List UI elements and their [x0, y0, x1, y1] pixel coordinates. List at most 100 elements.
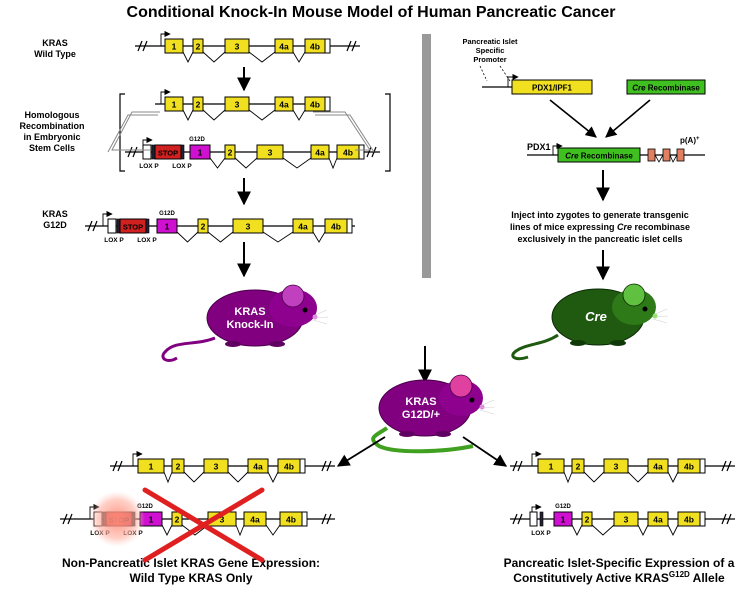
exon-3	[256, 144, 284, 160]
lox-spacer	[107, 218, 117, 234]
splice-line	[181, 524, 209, 536]
promoter-label: Pancreatic Islet Specific Promoter	[462, 37, 518, 64]
exon-label-2: 2	[228, 148, 233, 158]
break-mark	[62, 513, 68, 525]
exon-3	[224, 38, 250, 54]
exon-label-3: 3	[624, 515, 629, 525]
break-mark	[346, 40, 352, 52]
utr-block	[299, 458, 306, 474]
utr-block	[699, 511, 706, 527]
exon-2	[581, 511, 593, 527]
splice-line	[235, 524, 245, 537]
utr-block	[301, 511, 308, 527]
exon-3	[232, 218, 264, 234]
exon-4a	[292, 218, 314, 234]
svg-text:Specific: Specific	[476, 46, 505, 55]
exon-label-4a: 4a	[250, 515, 260, 525]
exon-2	[192, 38, 204, 54]
pdx1-promoter-arrow	[507, 73, 519, 87]
exon-label-4a: 4a	[279, 100, 289, 110]
cross-out-x	[142, 487, 265, 563]
exon-label-4b: 4b	[284, 462, 294, 472]
pdx1-promoter-label: PDX1	[527, 142, 551, 152]
exon-label-4a: 4a	[279, 42, 289, 52]
exon-label-1: 1	[165, 222, 170, 232]
svg-text:KRAS: KRAS	[405, 396, 436, 408]
homologous-recombination-label: Homologous Recombination in Embryonic St…	[19, 110, 84, 153]
break-mark	[321, 513, 327, 525]
break-mark	[67, 513, 73, 525]
right-caption: Pancreatic Islet-Specific Expression of …	[504, 556, 735, 585]
polya-splice-lines	[654, 154, 678, 163]
exon-1	[164, 96, 184, 112]
exon-label-4b: 4b	[310, 42, 320, 52]
exon-label-3: 3	[235, 100, 240, 110]
splice-line	[183, 471, 205, 483]
splice-line	[667, 471, 679, 484]
exon-3	[603, 458, 629, 474]
polya-exons	[647, 148, 685, 162]
splice-line	[292, 51, 306, 63]
promoter-arrow	[132, 450, 143, 466]
fusion-cre-label: Cre Recombinase	[565, 152, 633, 161]
svg-text:exclusively in the pancreatic: exclusively in the pancreatic islet cell…	[517, 234, 682, 244]
promoter-dashes	[479, 65, 511, 82]
exon-2	[571, 458, 585, 474]
svg-text:Wild Type KRAS Only: Wild Type KRAS Only	[129, 571, 252, 585]
arrow-cre-to-fusion	[605, 99, 651, 138]
exon-4a	[647, 458, 669, 474]
break-mark	[326, 460, 332, 472]
lox-p-label: LOX P	[137, 237, 157, 244]
exon-label-2: 2	[175, 515, 180, 525]
exon-1	[537, 458, 565, 474]
exon-3	[224, 96, 250, 112]
splice-line	[571, 524, 583, 537]
utr-block	[324, 96, 331, 112]
exon-1	[553, 511, 573, 527]
svg-text:Inject into zygotes to generat: Inject into zygotes to generate transgen…	[511, 210, 689, 220]
exon-label-4b: 4b	[331, 222, 341, 232]
svg-text:Non-Pancreatic Islet KRAS Gene: Non-Pancreatic Islet KRAS Gene Expressio…	[62, 556, 320, 570]
splice-line	[248, 109, 276, 121]
exon-label-1: 1	[149, 515, 154, 525]
pdx1-ipf1-box	[511, 79, 593, 95]
utr-block	[346, 218, 353, 234]
break-mark	[512, 460, 518, 472]
kras-g12d-label: KRAS G12D	[42, 209, 68, 230]
utr-block	[324, 38, 331, 54]
exon-4a	[243, 511, 267, 527]
exon-label-2: 2	[196, 100, 201, 110]
lox-p-label: LOX P	[139, 163, 159, 170]
splice-line	[209, 157, 226, 169]
svg-text:Recombination: Recombination	[19, 121, 84, 131]
cre-mouse: Cre	[511, 283, 669, 361]
promoter-arrow	[160, 30, 171, 46]
break-mark	[366, 146, 372, 158]
exon-2	[224, 144, 236, 160]
left-caption: Non-Pancreatic Islet KRAS Gene Expressio…	[62, 556, 320, 585]
svg-text:Knock-In: Knock-In	[226, 319, 273, 331]
splice-line	[227, 471, 249, 483]
arrow-offspring-to-left	[336, 436, 386, 467]
exon-label-1: 1	[172, 42, 177, 52]
exon-label-2: 2	[576, 462, 581, 472]
svg-text:KRAS: KRAS	[234, 306, 265, 318]
splice-line	[583, 471, 605, 483]
exon-label-4b: 4b	[310, 100, 320, 110]
exon-3	[203, 458, 229, 474]
break-mark	[351, 40, 357, 52]
break-mark	[132, 146, 138, 158]
svg-text:in Embryonic: in Embryonic	[23, 132, 80, 142]
exon-4a	[647, 511, 669, 527]
lox-p-label: LOX P	[172, 163, 192, 170]
exon-label-3: 3	[235, 42, 240, 52]
break-mark	[92, 220, 98, 232]
splice-line	[637, 524, 649, 537]
splice-line	[161, 524, 173, 537]
break-mark	[142, 40, 148, 52]
g12d-label: G12D	[555, 504, 571, 510]
splice-line	[667, 524, 679, 537]
